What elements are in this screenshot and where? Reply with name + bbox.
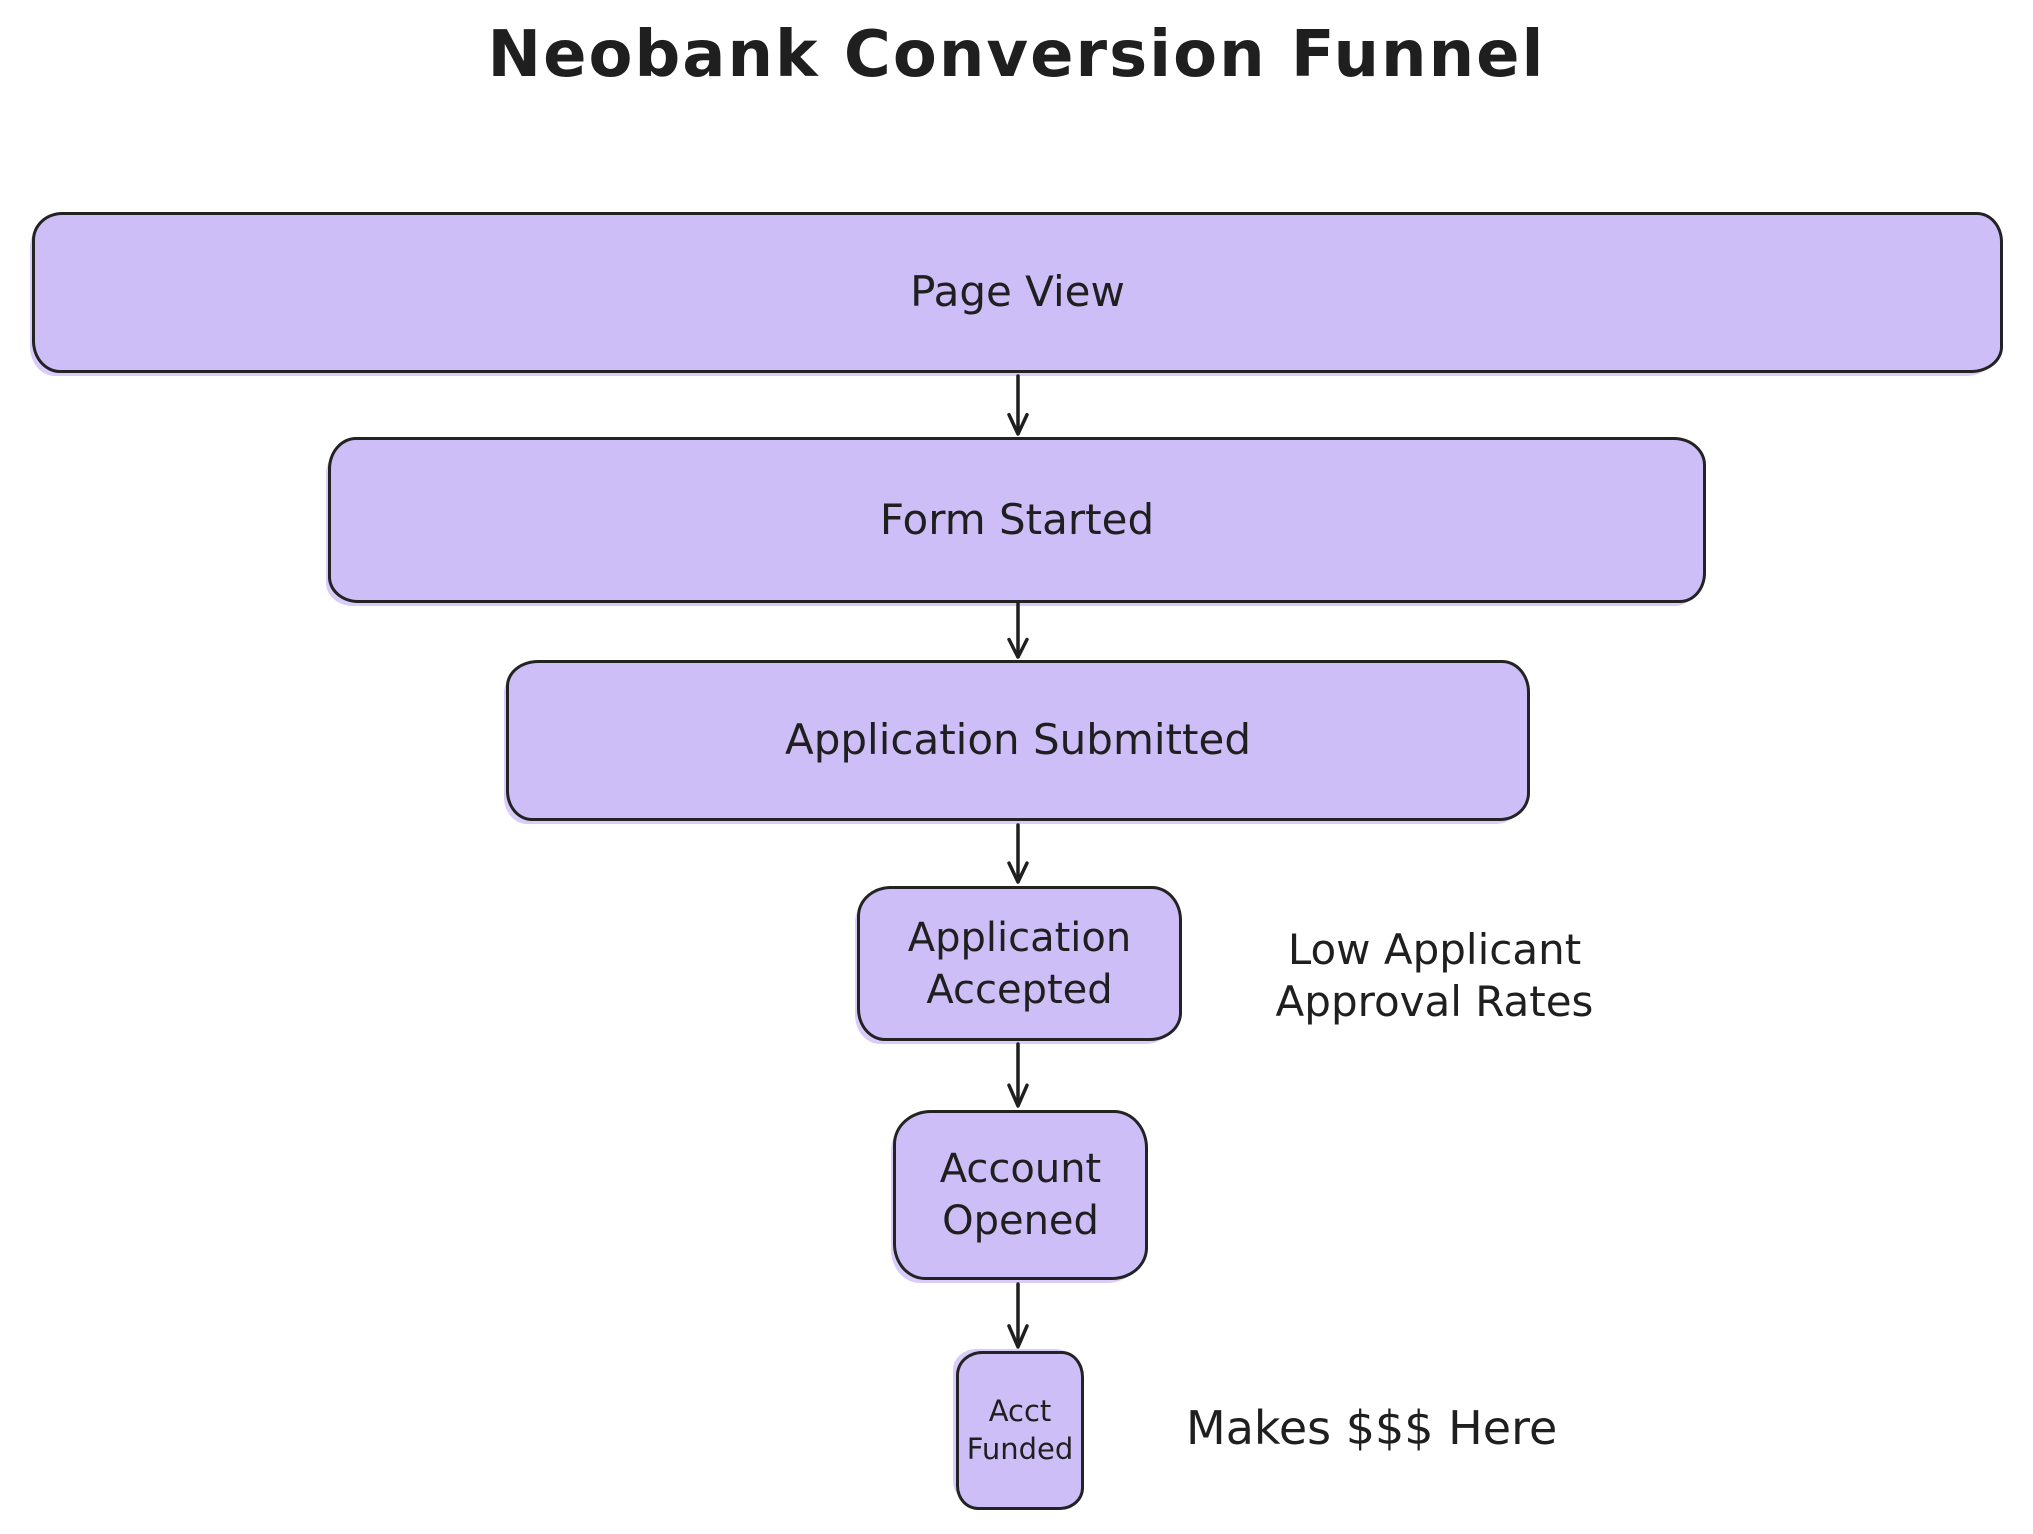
arrow-down-icon (1007, 1282, 1029, 1349)
funnel-stage-application-submitted: Application Submitted (506, 660, 1530, 821)
arrow-down-icon (1007, 374, 1029, 436)
annotation-makes-money: Makes $$$ Here (1186, 1401, 1558, 1455)
funnel-stage-acct-funded: Acct Funded (956, 1351, 1084, 1510)
diagram-title: Neobank Conversion Funnel (487, 18, 1546, 92)
annotation-low-approval: Low Applicant Approval Rates (1242, 924, 1627, 1028)
funnel-stage-application-accepted: Application Accepted (857, 886, 1182, 1041)
annotation-line: Low Applicant (1287, 925, 1582, 974)
arrow-down-icon (1007, 823, 1029, 884)
funnel-stage-page-view: Page View (32, 212, 2003, 373)
stage-label: Page View (910, 267, 1125, 317)
funnel-stage-account-opened: Account Opened (893, 1110, 1148, 1280)
annotation-line: Approval Rates (1275, 977, 1594, 1026)
stage-label: Account Opened (939, 1146, 1102, 1244)
arrow-down-icon (1007, 1042, 1029, 1108)
stage-label: Form Started (879, 494, 1155, 544)
stage-label: Application Accepted (907, 914, 1132, 1013)
funnel-stage-form-started: Form Started (328, 437, 1706, 603)
arrow-down-icon (1007, 602, 1029, 659)
stage-label: Application Submitted (785, 715, 1251, 765)
stage-label: Acct Funded (966, 1393, 1074, 1466)
